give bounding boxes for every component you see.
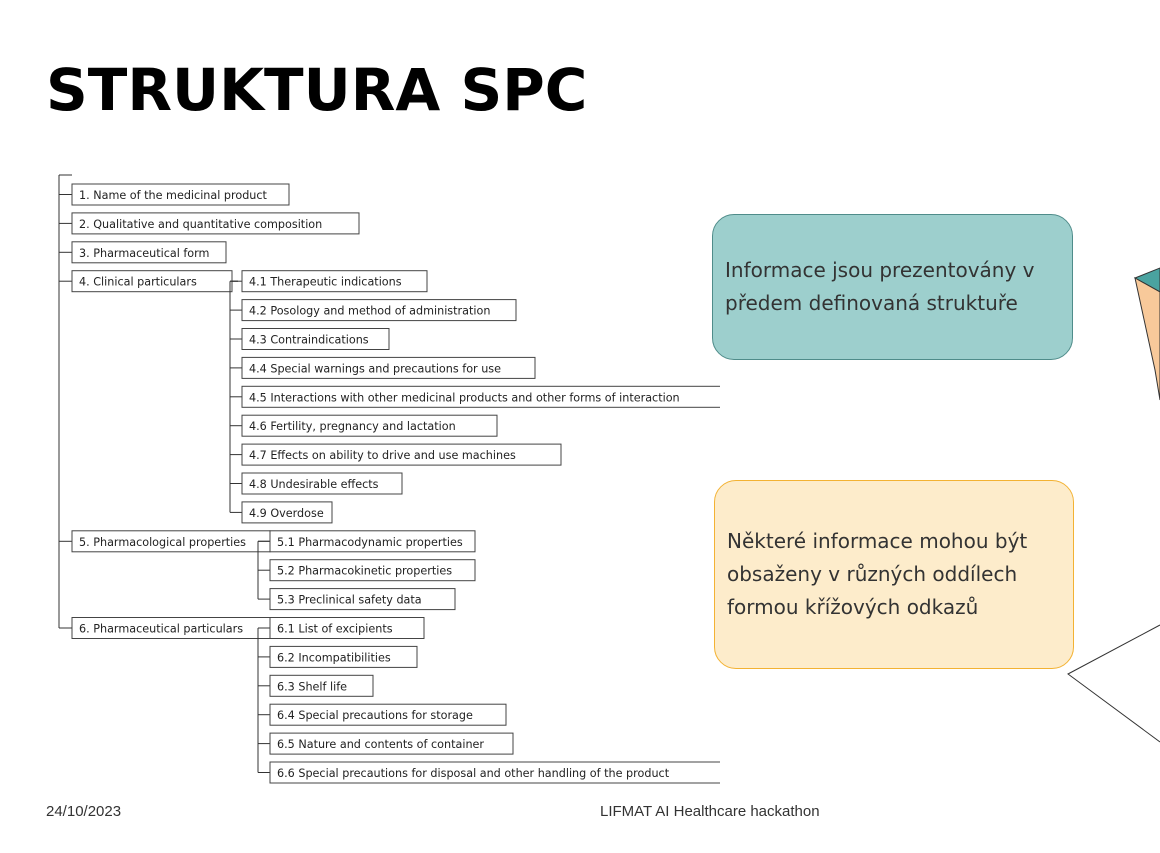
subsection-4-9-box: [241, 501, 333, 524]
subsection-6-3-box: [269, 674, 374, 697]
callout-structure-note: Informace jsou prezentovány v předem def…: [712, 214, 1073, 360]
subsection-4-7-box: [241, 443, 562, 466]
callout-cross-reference-note: Některé informace mohou být obsaženy v r…: [714, 480, 1074, 669]
subsection-4-4-label: 4.4 Special warnings and precautions for…: [249, 362, 501, 375]
callout-structure-text: Informace jsou prezentovány v předem def…: [725, 258, 1035, 315]
subsection-4-2-label: 4.2 Posology and method of administratio…: [249, 305, 490, 318]
deco-peach-shape: [1134, 277, 1160, 401]
subsection-6-4-box: [269, 703, 507, 726]
subsection-5-2-label: 5.2 Pharmacokinetic properties: [277, 565, 452, 578]
subsection-6-4-label: 6.4 Special precautions for storage: [277, 709, 473, 722]
subsection-4-3-box: [241, 328, 390, 350]
subsection-6-5-label: 6.5 Nature and contents of container: [277, 738, 484, 751]
subsection-4-9-label: 4.9 Overdose: [249, 507, 324, 520]
subsection-6-5-box: [269, 732, 514, 755]
callout-cross-reference-text: Některé informace mohou být obsaženy v r…: [727, 529, 1028, 619]
section-1-label: 1. Name of the medicinal product: [79, 189, 268, 202]
subsection-6-2-box: [269, 645, 418, 668]
subsection-4-7-label: 4.7 Effects on ability to drive and use …: [249, 449, 516, 462]
subsection-4-1-box: [241, 270, 428, 293]
subsection-4-1-label: 4.1 Therapeutic indications: [249, 276, 402, 289]
subsection-4-6-box: [241, 414, 498, 437]
subsection-6-6-box: [269, 761, 720, 784]
subsection-4-6-label: 4.6 Fertility, pregnancy and lactation: [249, 420, 456, 433]
subsection-4-2-box: [241, 299, 517, 322]
subsection-4-5-label: 4.5 Interactions with other medicinal pr…: [249, 391, 680, 404]
section-3-label: 3. Pharmaceutical form: [79, 247, 209, 260]
section-2-label: 2. Qualitative and quantitative composit…: [79, 218, 322, 231]
subsection-5-1-box: [269, 530, 476, 553]
section-5-label: 5. Pharmacological properties: [79, 536, 246, 549]
subsection-4-8-box: [241, 472, 403, 495]
section-1-box: [71, 183, 290, 206]
subsection-4-5-box: [241, 385, 720, 408]
subsection-5-1-label: 5.1 Pharmacodynamic properties: [277, 536, 463, 549]
subsection-4-8-label: 4.8 Undesirable effects: [249, 478, 379, 491]
subsection-5-3-box: [269, 588, 456, 611]
subsection-6-6-label: 6.6 Special precautions for disposal and…: [277, 767, 670, 780]
subsection-5-2-box: [269, 559, 476, 582]
subsection-6-3-label: 6.3 Shelf life: [277, 680, 347, 693]
spc-structure-diagram: 1. Name of the medicinal product 2. Quali…: [58, 174, 720, 784]
footer-date: 24/10/2023: [46, 803, 122, 820]
slide-title: STRUKTURA SPC: [46, 56, 588, 124]
subsection-6-1-label: 6.1 List of excipients: [277, 623, 393, 636]
section-2-box: [71, 212, 360, 235]
footer-event-name: LIFMAT AI Healthcare hackathon: [600, 803, 820, 820]
section-6-label: 6. Pharmaceutical particulars: [79, 623, 243, 636]
decorative-shapes: [1067, 267, 1160, 743]
subsection-4-4-box: [241, 356, 536, 379]
subsection-5-3-label: 5.3 Preclinical safety data: [277, 594, 422, 607]
section-4-label: 4. Clinical particulars: [79, 276, 197, 289]
deco-outline-arrow: [1067, 624, 1160, 743]
section-3-box: [71, 241, 227, 264]
subsection-6-2-label: 6.2 Incompatibilities: [277, 651, 391, 664]
subsection-6-1-box: [269, 617, 425, 639]
subsection-4-3-label: 4.3 Contraindications: [249, 334, 369, 347]
